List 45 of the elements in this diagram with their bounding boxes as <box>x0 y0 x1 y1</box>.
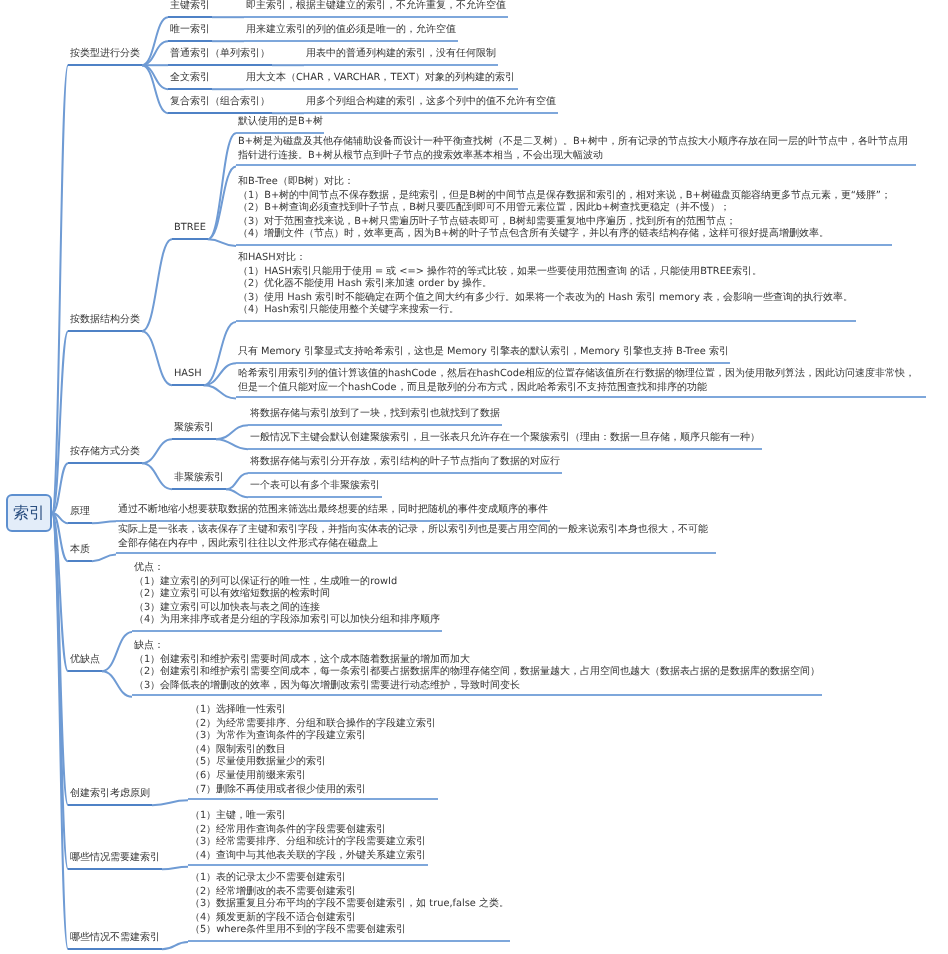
connector-line <box>141 64 169 67</box>
connector-line <box>51 64 69 514</box>
connector-line <box>161 940 189 951</box>
connector-line <box>211 88 245 91</box>
connector-line <box>211 40 245 43</box>
connector-line <box>141 40 169 67</box>
note-block <box>132 562 443 632</box>
connector-line <box>91 553 117 563</box>
note-block <box>236 252 856 322</box>
connector-line <box>211 16 245 19</box>
connector-line <box>51 512 69 563</box>
connector-line <box>141 64 169 91</box>
connector-line <box>206 165 237 241</box>
connector-line <box>51 462 69 514</box>
connector-line <box>101 630 133 673</box>
connector-line <box>202 384 237 400</box>
connector-line <box>91 520 117 525</box>
connector-line <box>206 132 237 241</box>
connector-line <box>161 865 189 871</box>
note-block <box>132 640 823 697</box>
connector-line <box>206 238 237 247</box>
connector-line <box>141 462 173 491</box>
note-block <box>188 704 439 801</box>
connector-line <box>225 488 249 499</box>
root-topic: 索引 <box>6 494 52 532</box>
connector-line <box>271 64 305 67</box>
connector-line <box>51 512 69 673</box>
connector-line <box>141 438 173 465</box>
note-block <box>188 810 429 867</box>
connector-line <box>202 362 237 387</box>
connector-line <box>202 320 237 387</box>
connector-line <box>101 670 133 698</box>
connector-line <box>215 424 249 441</box>
connector-line <box>141 238 173 333</box>
note-block <box>236 176 893 246</box>
note-block <box>188 872 511 942</box>
connector-line <box>51 512 69 525</box>
connector-line <box>271 112 305 115</box>
connector-line <box>141 16 169 67</box>
connector-line <box>141 64 169 115</box>
connector-line <box>215 438 249 451</box>
connector-line <box>225 472 249 491</box>
connector-line <box>141 330 173 387</box>
connector-line <box>51 330 69 514</box>
connector-line <box>151 799 189 807</box>
